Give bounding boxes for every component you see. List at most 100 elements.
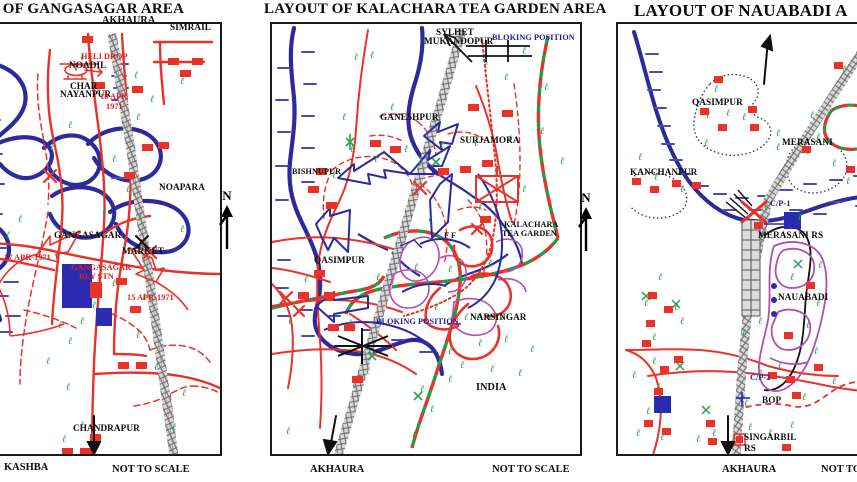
panel-kalachara-title: LAYOUT OF KALACHARA TEA GARDEN AREA [264,1,607,17]
panel-gangasagar-bottom-kashba: KASHBA [4,462,49,473]
svg-text:ℓ: ℓ [286,426,290,437]
panel-kalachara-scale-note: NOT TO SCALE [492,464,570,475]
panel-nauabadi-title: LAYOUT OF NAUABADI A [634,1,848,20]
map-label-17apr-1971: 17 APR-1971 [4,253,51,262]
svg-text:ℓ: ℓ [636,428,640,439]
north-letter: N [222,188,232,203]
panel-kalachara-bottom-akhaura: AKHAURA [310,464,365,475]
svg-text:ℓ: ℓ [450,312,454,323]
map-label-india: INDIA [476,382,507,393]
svg-text:ℓ: ℓ [50,142,54,153]
map-label-char: CHAR [70,81,98,91]
svg-text:ℓ: ℓ [508,134,512,145]
map-label-merasani: MERASANI [782,137,833,147]
map-label-18apr-year: 1971 [106,102,123,111]
svg-text:ℓ: ℓ [350,144,354,155]
panel-gangasagar-scale-note: NOT TO SCALE [112,464,190,475]
map-label-noadil: NOADIL [69,60,107,70]
svg-text:ℓ: ℓ [742,328,746,339]
svg-text:ℓ: ℓ [474,138,478,149]
map-label-qasimpur-kalachara: QASIMPUR [314,255,365,265]
svg-text:ℓ: ℓ [172,422,176,433]
svg-text:ℓ: ℓ [842,64,846,75]
svg-text:ℓ: ℓ [374,154,378,165]
svg-text:ℓ: ℓ [714,84,718,95]
svg-text:ℓ: ℓ [46,356,50,367]
svg-text:ℓ: ℓ [80,316,84,327]
north-letter: N [581,190,591,205]
svg-text:ℓ: ℓ [18,214,22,225]
svg-text:ℓ: ℓ [522,46,526,57]
svg-text:ℓ: ℓ [418,158,422,169]
svg-text:ℓ: ℓ [80,420,84,431]
svg-text:ℓ: ℓ [478,202,482,213]
svg-text:ℓ: ℓ [798,212,802,223]
svg-text:ℓ: ℓ [816,132,820,143]
svg-text:ℓ: ℓ [654,172,658,183]
map-label-simrail: SIMRAIL [170,22,212,32]
map-label-heli-drop: HELI DROP [81,52,128,61]
svg-text:ℓ: ℓ [354,52,358,63]
svg-text:ℓ: ℓ [182,388,186,399]
svg-text:ℓ: ℓ [488,258,492,269]
svg-text:ℓ: ℓ [332,170,336,181]
svg-text:ℓ: ℓ [180,76,184,87]
map-label-sylhet: SYLHET [436,27,474,37]
svg-text:ℓ: ℓ [420,384,424,395]
svg-text:ℓ: ℓ [488,312,492,323]
svg-text:ℓ: ℓ [818,260,822,271]
map-label-qasimpur-nauabadi: QASIMPUR [692,97,743,107]
map-label-18apr: 18 APR [100,92,128,101]
svg-text:ℓ: ℓ [806,320,810,331]
svg-text:ℓ: ℓ [138,212,142,223]
map-label-bloking-position-south: BLOKING POSITION [376,317,459,326]
svg-text:ℓ: ℓ [448,346,452,357]
svg-text:ℓ: ℓ [414,262,418,273]
svg-text:ℓ: ℓ [136,112,140,123]
svg-text:ℓ: ℓ [478,338,482,349]
svg-text:ℓ: ℓ [180,224,184,235]
svg-text:ℓ: ℓ [652,356,656,367]
map-label-surjamora: SURJAMORA [460,135,520,145]
svg-text:ℓ: ℓ [154,362,158,373]
svg-text:ℓ: ℓ [68,120,72,131]
svg-text:ℓ: ℓ [544,82,548,93]
svg-text:ℓ: ℓ [504,334,508,345]
svg-text:ℓ: ℓ [112,154,116,165]
svg-text:ℓ: ℓ [680,316,684,327]
map-label-noapara: NOAPARA [159,182,205,192]
svg-text:ℓ: ℓ [430,404,434,415]
svg-text:ℓ: ℓ [80,52,84,63]
svg-text:ℓ: ℓ [460,360,464,371]
svg-text:ℓ: ℓ [776,128,780,139]
svg-text:ℓ: ℓ [434,302,438,313]
svg-text:ℓ: ℓ [638,152,642,163]
panel-nauabadi: LAYOUT OF NAUABADI A [608,0,857,482]
svg-text:ℓ: ℓ [112,278,116,289]
map-label-nauabadi: NAUABADI [778,292,829,302]
map-label-cp-2: C/P-2 [750,373,771,382]
svg-text:ℓ: ℓ [504,72,508,83]
svg-text:ℓ: ℓ [288,316,292,327]
svg-text:ℓ: ℓ [832,158,836,169]
svg-text:ℓ: ℓ [726,108,730,119]
map-label-gangasagar: GANGASAGAR [54,230,122,240]
svg-text:ℓ: ℓ [660,432,664,443]
svg-text:ℓ: ℓ [530,344,534,355]
svg-text:ℓ: ℓ [748,422,752,433]
svg-text:ℓ: ℓ [656,382,660,393]
north-arrow-icon [578,207,592,251]
svg-text:ℓ: ℓ [366,366,370,377]
svg-text:ℓ: ℓ [790,420,794,431]
svg-text:ℓ: ℓ [632,370,636,381]
map-label-singarbil-rs: RS [744,443,756,453]
svg-text:ℓ: ℓ [412,430,416,441]
svg-text:ℓ: ℓ [814,346,818,357]
svg-text:ℓ: ℓ [712,428,716,439]
svg-text:ℓ: ℓ [342,112,346,123]
svg-text:ℓ: ℓ [742,112,746,123]
svg-text:ℓ: ℓ [758,368,762,379]
svg-text:ℓ: ℓ [500,312,504,323]
